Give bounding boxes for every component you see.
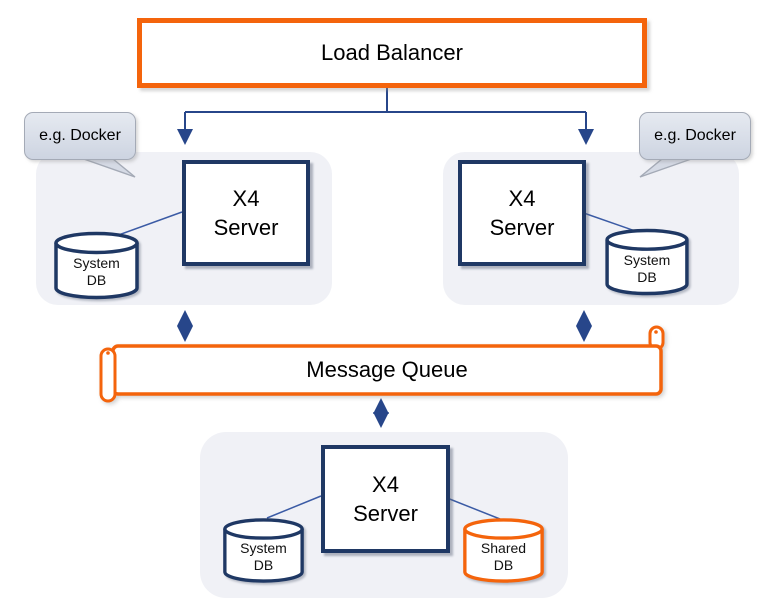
note-docker-left: e.g. Docker xyxy=(24,112,136,160)
x4-server-bottom-box: X4 Server xyxy=(321,445,450,553)
x4-server-left-box: X4 Server xyxy=(182,160,310,266)
message-queue-banner: Message Queue xyxy=(113,346,661,394)
system-db-bottom-line1: System xyxy=(240,540,287,556)
x4-server-left-line2: Server xyxy=(213,215,279,240)
system-db-bottom-cylinder: System DB xyxy=(222,516,305,585)
x4-server-right-box: X4 Server xyxy=(458,160,586,266)
system-db-right-line1: System xyxy=(623,252,671,268)
system-db-bottom-line2: DB xyxy=(253,557,274,573)
load-balancer-branch-lines xyxy=(177,78,594,145)
load-balancer-box: Load Balancer xyxy=(137,18,647,88)
message-queue-scroll-shape xyxy=(99,325,665,403)
x4-server-right-line1: X4 xyxy=(508,186,536,211)
system-db-left-line2: DB xyxy=(86,272,107,288)
note-docker-left-label: e.g. Docker xyxy=(39,127,121,144)
message-queue-arrows xyxy=(177,310,592,428)
x4-server-left-line1: X4 xyxy=(232,186,260,211)
database-cylinder-icon xyxy=(463,518,544,583)
x4-server-right-line2: Server xyxy=(489,215,555,240)
x4-server-bottom-line1: X4 xyxy=(372,472,399,497)
shared-db-line1: Shared xyxy=(480,540,527,556)
shared-db-cylinder: Shared DB xyxy=(462,516,545,585)
note-tails xyxy=(57,149,718,178)
system-db-right-line2: DB xyxy=(637,269,657,285)
x4-server-bottom-line2: Server xyxy=(353,501,418,526)
server-db-connectors xyxy=(112,210,642,520)
load-balancer-label: Load Balancer xyxy=(321,40,463,65)
database-cylinder-icon xyxy=(223,518,304,583)
database-cylinder-icon xyxy=(54,231,139,300)
note-docker-right-label: e.g. Docker xyxy=(654,127,736,144)
system-db-left-line1: System xyxy=(73,255,120,271)
system-db-left-cylinder: System DB xyxy=(53,231,140,300)
shared-db-line2: DB xyxy=(493,557,514,573)
database-cylinder-icon xyxy=(605,228,689,296)
system-db-right-cylinder: System DB xyxy=(604,228,690,296)
note-docker-right: e.g. Docker xyxy=(639,112,751,160)
message-queue-label: Message Queue xyxy=(306,357,468,382)
